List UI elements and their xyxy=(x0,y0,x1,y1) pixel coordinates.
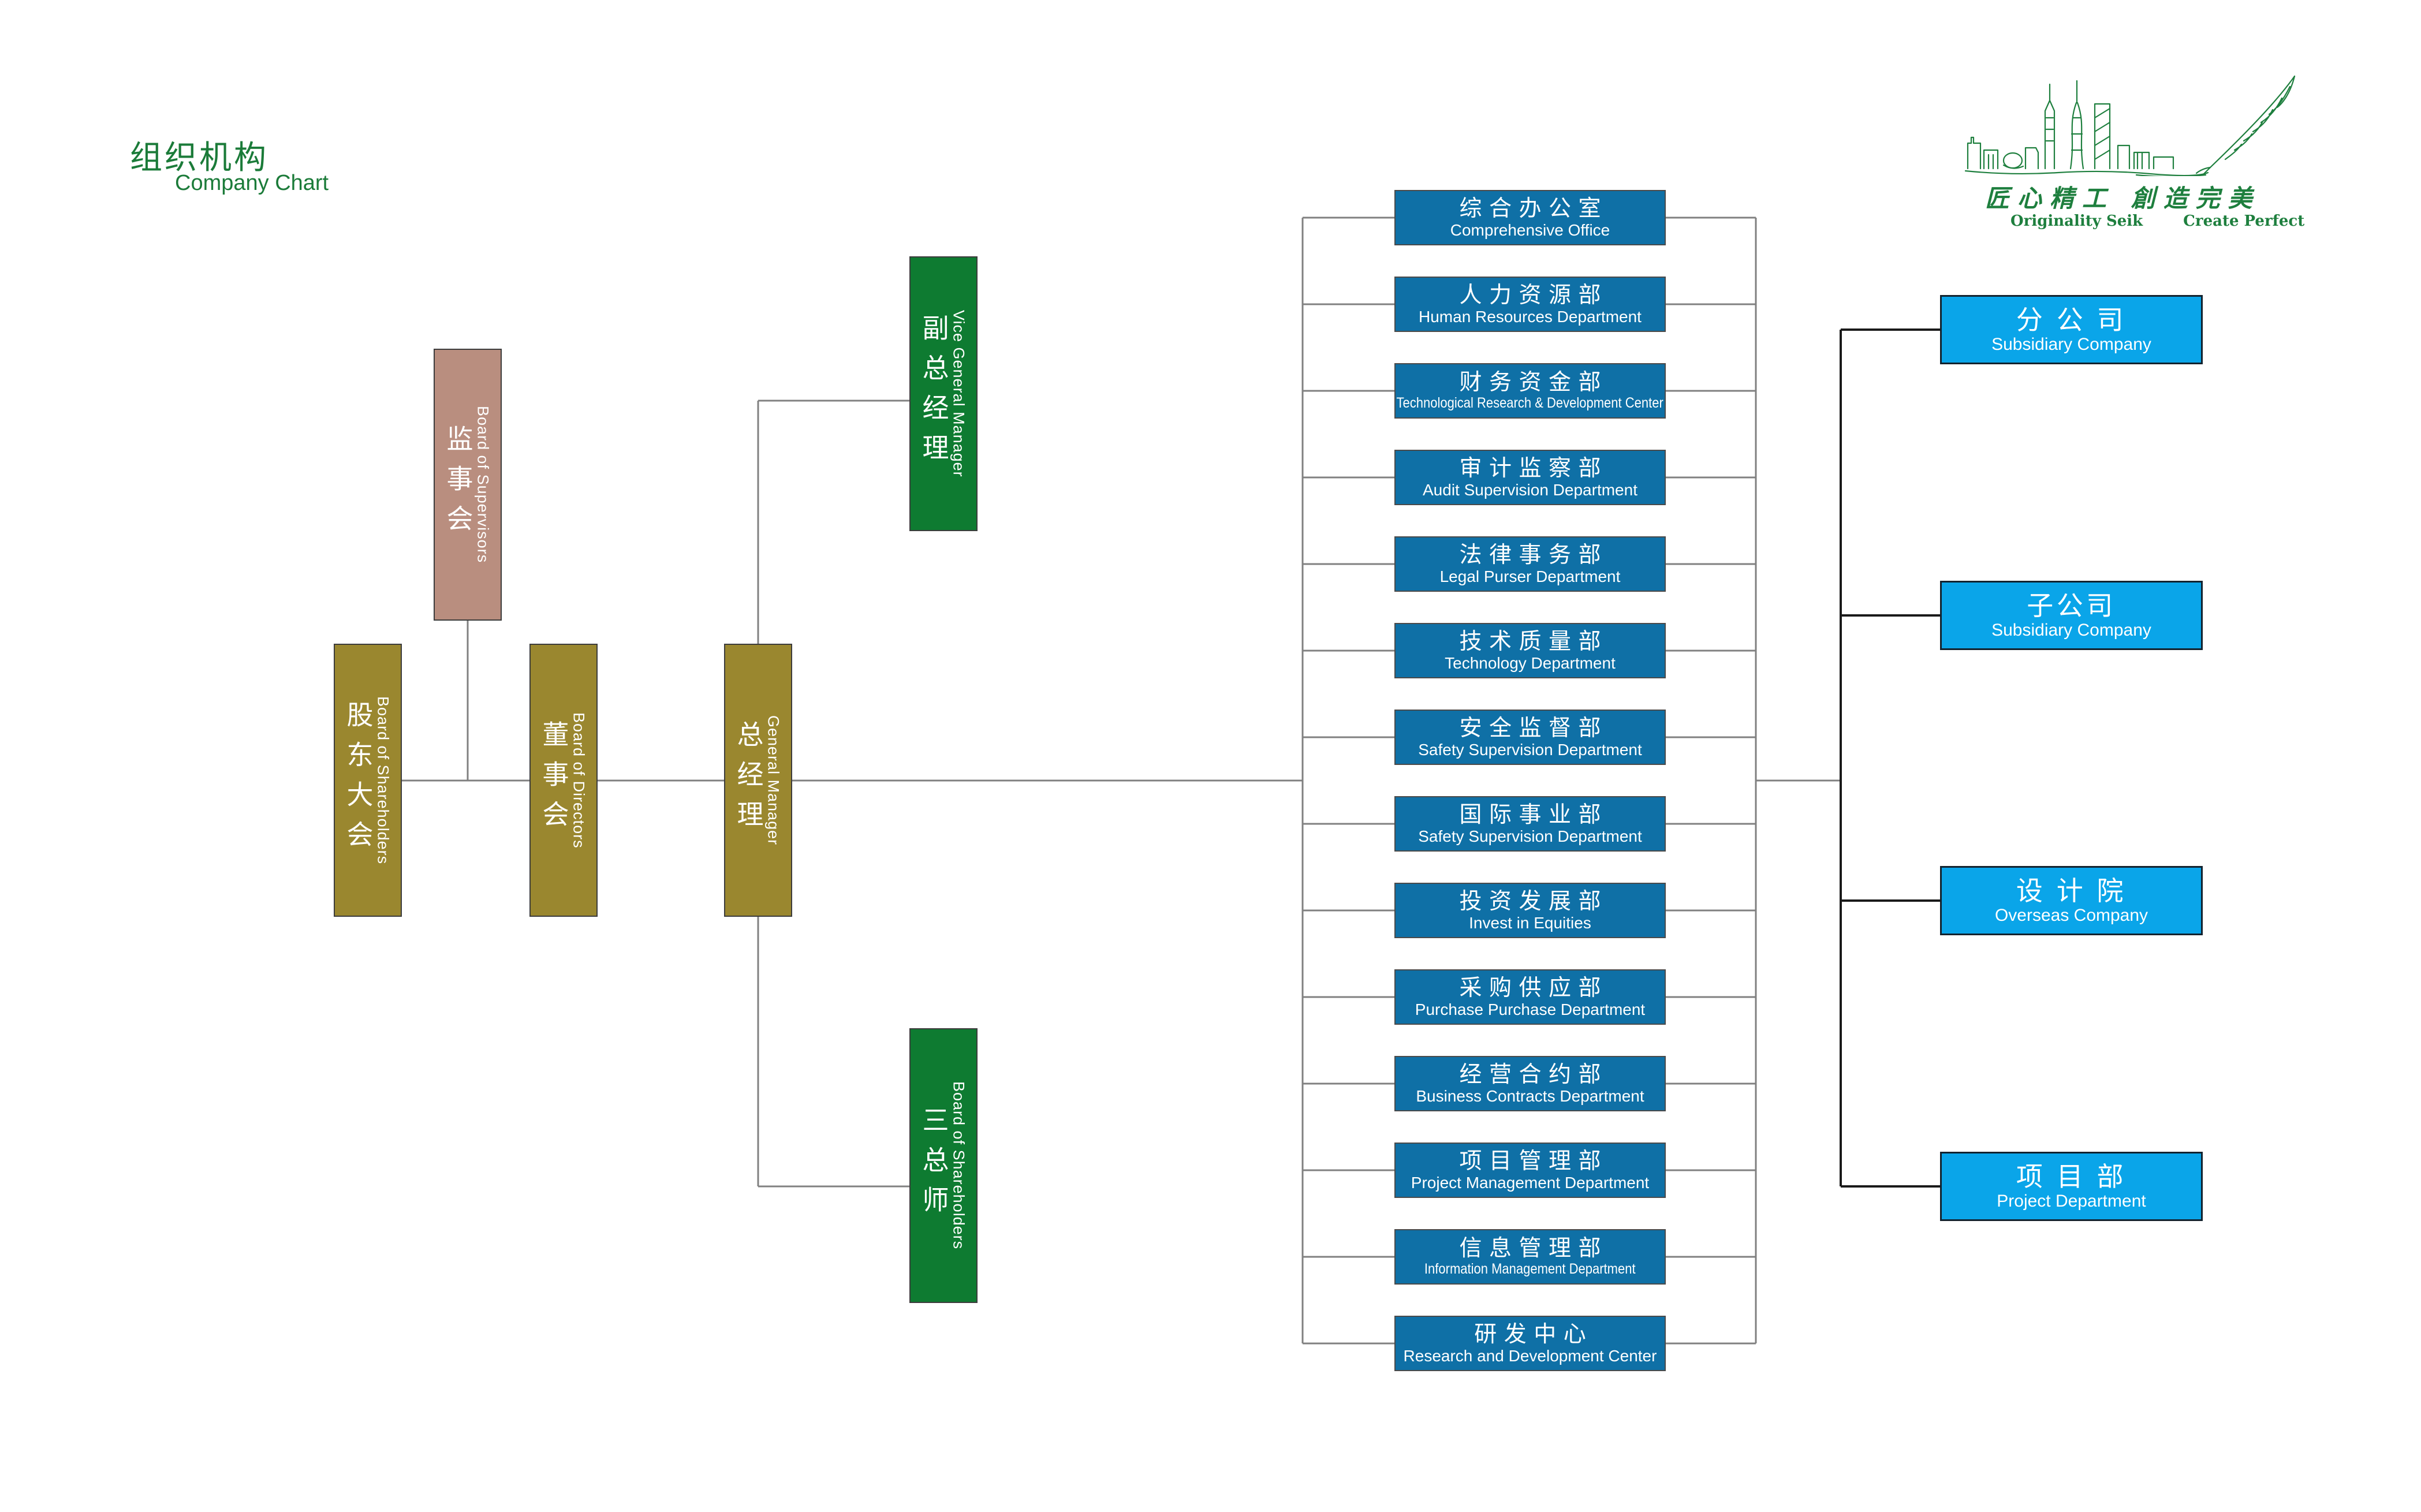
department-label-en: Human Resources Department xyxy=(1419,307,1642,326)
subsidiary-box: 项 目 部 Project Department xyxy=(1940,1152,2203,1221)
department-box: 经营合约部 Business Contracts Department xyxy=(1394,1056,1666,1111)
box-directors: 董事会 Board of Directors xyxy=(529,644,598,917)
box-vice-general-manager: 副总经理 Vice General Manager xyxy=(909,256,978,531)
department-box: 信息管理部 Information Management Department xyxy=(1394,1229,1666,1285)
department-label-en: Audit Supervision Department xyxy=(1423,480,1637,499)
box-shareholders: 股东大会 Board of Shareholders xyxy=(334,644,402,917)
department-label-zh: 审计监察部 xyxy=(1459,456,1608,481)
logo-motto-zh: 匠心精工 創造完美 xyxy=(1985,184,2260,212)
department-label-en: Invest in Equities xyxy=(1469,913,1591,932)
logo-motto-en-right: Create Perfect xyxy=(2183,212,2305,230)
department-box: 审计监察部 Audit Supervision Department xyxy=(1394,450,1666,505)
logo-motto-en: Originality Seik Create Perfect xyxy=(2010,212,2334,230)
department-label-zh: 信息管理部 xyxy=(1459,1236,1608,1261)
department-box: 综合办公室 Comprehensive Office xyxy=(1394,190,1666,245)
department-box: 研发中心 Research and Development Center xyxy=(1394,1316,1666,1371)
department-label-en: Information Management Department xyxy=(1424,1261,1636,1278)
department-label-zh: 研发中心 xyxy=(1474,1321,1594,1347)
department-label-zh: 技术质量部 xyxy=(1459,629,1608,654)
subsidiary-label-zh: 设 计 院 xyxy=(2016,876,2127,906)
governance-label-zh: 副总经理 xyxy=(919,314,949,473)
governance-label-zh: 董事会 xyxy=(539,720,569,840)
page-subtitle: Company Chart xyxy=(175,171,329,195)
subsidiary-label-zh: 分 公 司 xyxy=(2016,305,2127,335)
department-label-en: Safety Supervision Department xyxy=(1418,827,1642,845)
department-box: 国际事业部 Safety Supervision Department xyxy=(1394,796,1666,852)
department-box: 法律事务部 Legal Purser Department xyxy=(1394,536,1666,592)
department-box: 人力资源部 Human Resources Department xyxy=(1394,277,1666,332)
subsidiary-box: 子公司 Subsidiary Company xyxy=(1940,581,2203,650)
governance-label-en: Board of Supervisors xyxy=(474,406,492,563)
governance-label-zh: 股东大会 xyxy=(343,700,374,860)
subsidiary-label-zh: 项 目 部 xyxy=(2016,1162,2127,1192)
department-label-zh: 国际事业部 xyxy=(1459,802,1608,827)
subsidiary-label-en: Subsidiary Company xyxy=(1991,620,2151,640)
department-box: 技术质量部 Technology Department xyxy=(1394,623,1666,678)
skyline-feather-icon xyxy=(1964,75,2296,176)
department-label-en: Business Contracts Department xyxy=(1416,1087,1644,1105)
department-label-zh: 综合办公室 xyxy=(1459,196,1608,221)
department-label-zh: 人力资源部 xyxy=(1459,282,1608,308)
subsidiary-label-en: Project Department xyxy=(1997,1191,2146,1211)
governance-label-en: Board of Directors xyxy=(570,712,588,849)
department-label-en: Project Management Department xyxy=(1411,1173,1650,1192)
department-box: 投资发展部 Invest in Equities xyxy=(1394,883,1666,938)
subsidiary-label-zh: 子公司 xyxy=(2027,591,2116,621)
department-label-zh: 项目管理部 xyxy=(1459,1148,1608,1174)
department-label-en: Technological Research & Development Cen… xyxy=(1396,395,1664,412)
department-label-zh: 经营合约部 xyxy=(1459,1062,1608,1087)
box-three-chiefs: 三总师 Board of Shareholders xyxy=(909,1028,978,1303)
department-label-zh: 法律事务部 xyxy=(1459,542,1608,568)
governance-label-zh: 三总师 xyxy=(919,1106,949,1226)
governance-label-en: Vice General Manager xyxy=(950,310,968,477)
subsidiary-label-en: Subsidiary Company xyxy=(1991,334,2151,354)
subsidiary-label-en: Overseas Company xyxy=(1994,905,2148,925)
subsidiary-box: 分 公 司 Subsidiary Company xyxy=(1940,295,2203,364)
department-box: 财务资金部 Technological Research & Developme… xyxy=(1394,363,1666,419)
department-label-en: Safety Supervision Department xyxy=(1418,740,1642,759)
department-box: 安全监督部 Safety Supervision Department xyxy=(1394,710,1666,765)
department-label-zh: 投资发展部 xyxy=(1459,888,1608,914)
box-general-manager: 总经理 General Manager xyxy=(724,644,792,917)
logo-motto-en-left: Originality Seik xyxy=(2010,212,2143,230)
department-label-en: Legal Purser Department xyxy=(1439,567,1621,585)
department-label-zh: 采购供应部 xyxy=(1459,975,1608,1000)
governance-label-zh: 监事会 xyxy=(443,425,473,544)
company-logo: 匠心精工 創造完美 Originality Seik Create Perfect xyxy=(1963,69,2321,242)
department-label-zh: 安全监督部 xyxy=(1459,715,1608,741)
department-box: 项目管理部 Project Management Department xyxy=(1394,1143,1666,1198)
governance-label-en: General Manager xyxy=(764,715,782,846)
department-label-en: Comprehensive Office xyxy=(1450,221,1610,239)
subsidiary-box: 设 计 院 Overseas Company xyxy=(1940,866,2203,935)
page-title: 组织机构 xyxy=(130,139,268,176)
box-supervisors: 监事会 Board of Supervisors xyxy=(434,349,502,621)
department-label-en: Purchase Purchase Department xyxy=(1415,1000,1646,1018)
governance-label-en: Board of Shareholders xyxy=(374,696,392,865)
department-label-en: Technology Department xyxy=(1445,654,1616,672)
department-label-en: Research and Development Center xyxy=(1403,1346,1657,1365)
governance-label-en: Board of Shareholders xyxy=(950,1081,968,1250)
governance-label-zh: 总经理 xyxy=(733,720,764,840)
department-box: 采购供应部 Purchase Purchase Department xyxy=(1394,969,1666,1025)
department-label-zh: 财务资金部 xyxy=(1459,370,1608,395)
